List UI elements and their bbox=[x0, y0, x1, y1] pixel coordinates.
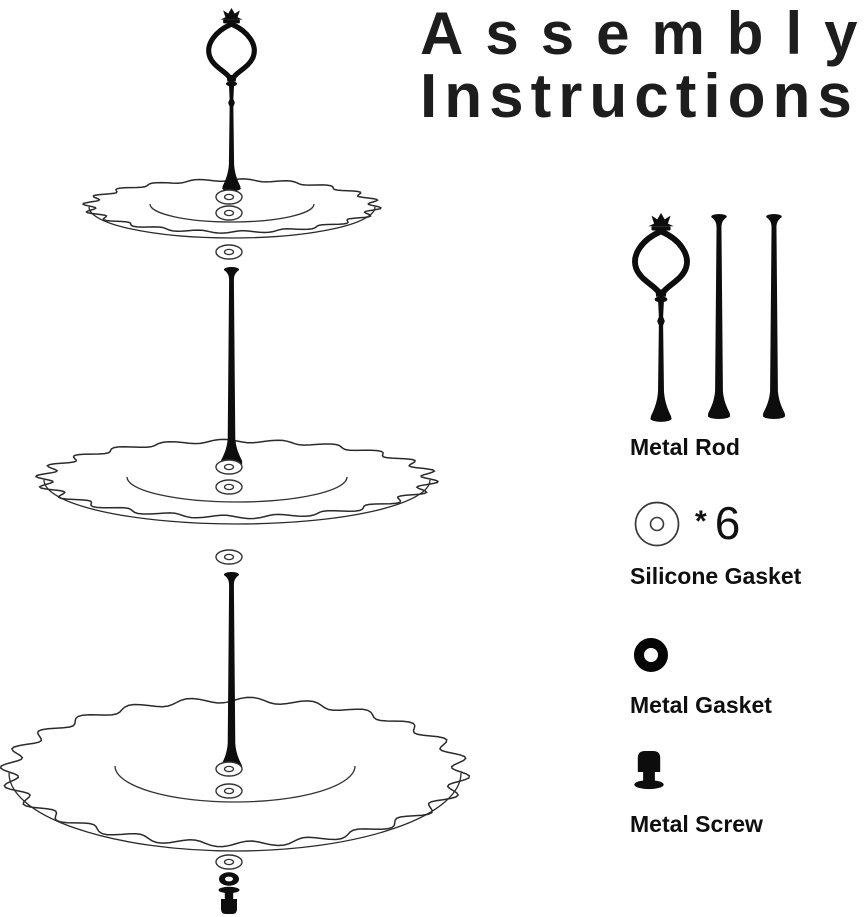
silicone-gasket bbox=[215, 244, 243, 260]
middle-plate-well bbox=[126, 476, 348, 503]
silicone-gasket bbox=[215, 854, 243, 870]
metal-rod-ornate-icon bbox=[635, 213, 687, 422]
top-plate-well bbox=[149, 203, 315, 223]
middle-rod bbox=[220, 267, 243, 466]
silicone-gasket bbox=[215, 205, 243, 221]
parts-list-illustrations bbox=[634, 213, 786, 790]
silicone-gasket bbox=[215, 761, 243, 777]
middle-plate-edge bbox=[35, 438, 439, 520]
metal-rod-plain-icon bbox=[707, 214, 731, 419]
silicone-gasket bbox=[215, 549, 243, 565]
title-line-2: Instructions bbox=[420, 62, 859, 131]
metal-rod-plain-icon bbox=[762, 214, 786, 419]
exploded-cake-stand bbox=[0, 8, 471, 914]
title-line-1: Assembly bbox=[420, 0, 864, 67]
metal-gasket-icon bbox=[634, 638, 668, 672]
top-plate-rim bbox=[88, 206, 376, 239]
silicone-gasket bbox=[215, 189, 243, 205]
silicone-gasket-label: Silicone Gasket bbox=[630, 563, 802, 589]
metal-gasket-label: Metal Gasket bbox=[630, 692, 772, 718]
silicone-gasket-count: 6 bbox=[714, 497, 741, 549]
metal-screw bbox=[218, 886, 240, 914]
silicone-gasket-icon bbox=[634, 501, 680, 547]
silicone-gasket bbox=[215, 479, 243, 495]
metal-screw-label: Metal Screw bbox=[630, 811, 763, 837]
multiply-icon: * bbox=[695, 505, 707, 538]
silicone-gasket bbox=[215, 783, 243, 799]
metal-gasket bbox=[219, 872, 239, 886]
silicone-gasket-quantity: *6 bbox=[695, 496, 740, 550]
handle-rod bbox=[209, 8, 255, 191]
bottom-plate-well bbox=[114, 765, 356, 803]
metal-rod-label: Metal Rod bbox=[630, 434, 740, 460]
silicone-gasket bbox=[215, 459, 243, 475]
bottom-plate-rim bbox=[8, 772, 462, 852]
metal-screw-icon bbox=[634, 751, 664, 790]
middle-plate-rim bbox=[43, 479, 431, 525]
page-title: Assembly Instructions bbox=[420, 2, 864, 128]
